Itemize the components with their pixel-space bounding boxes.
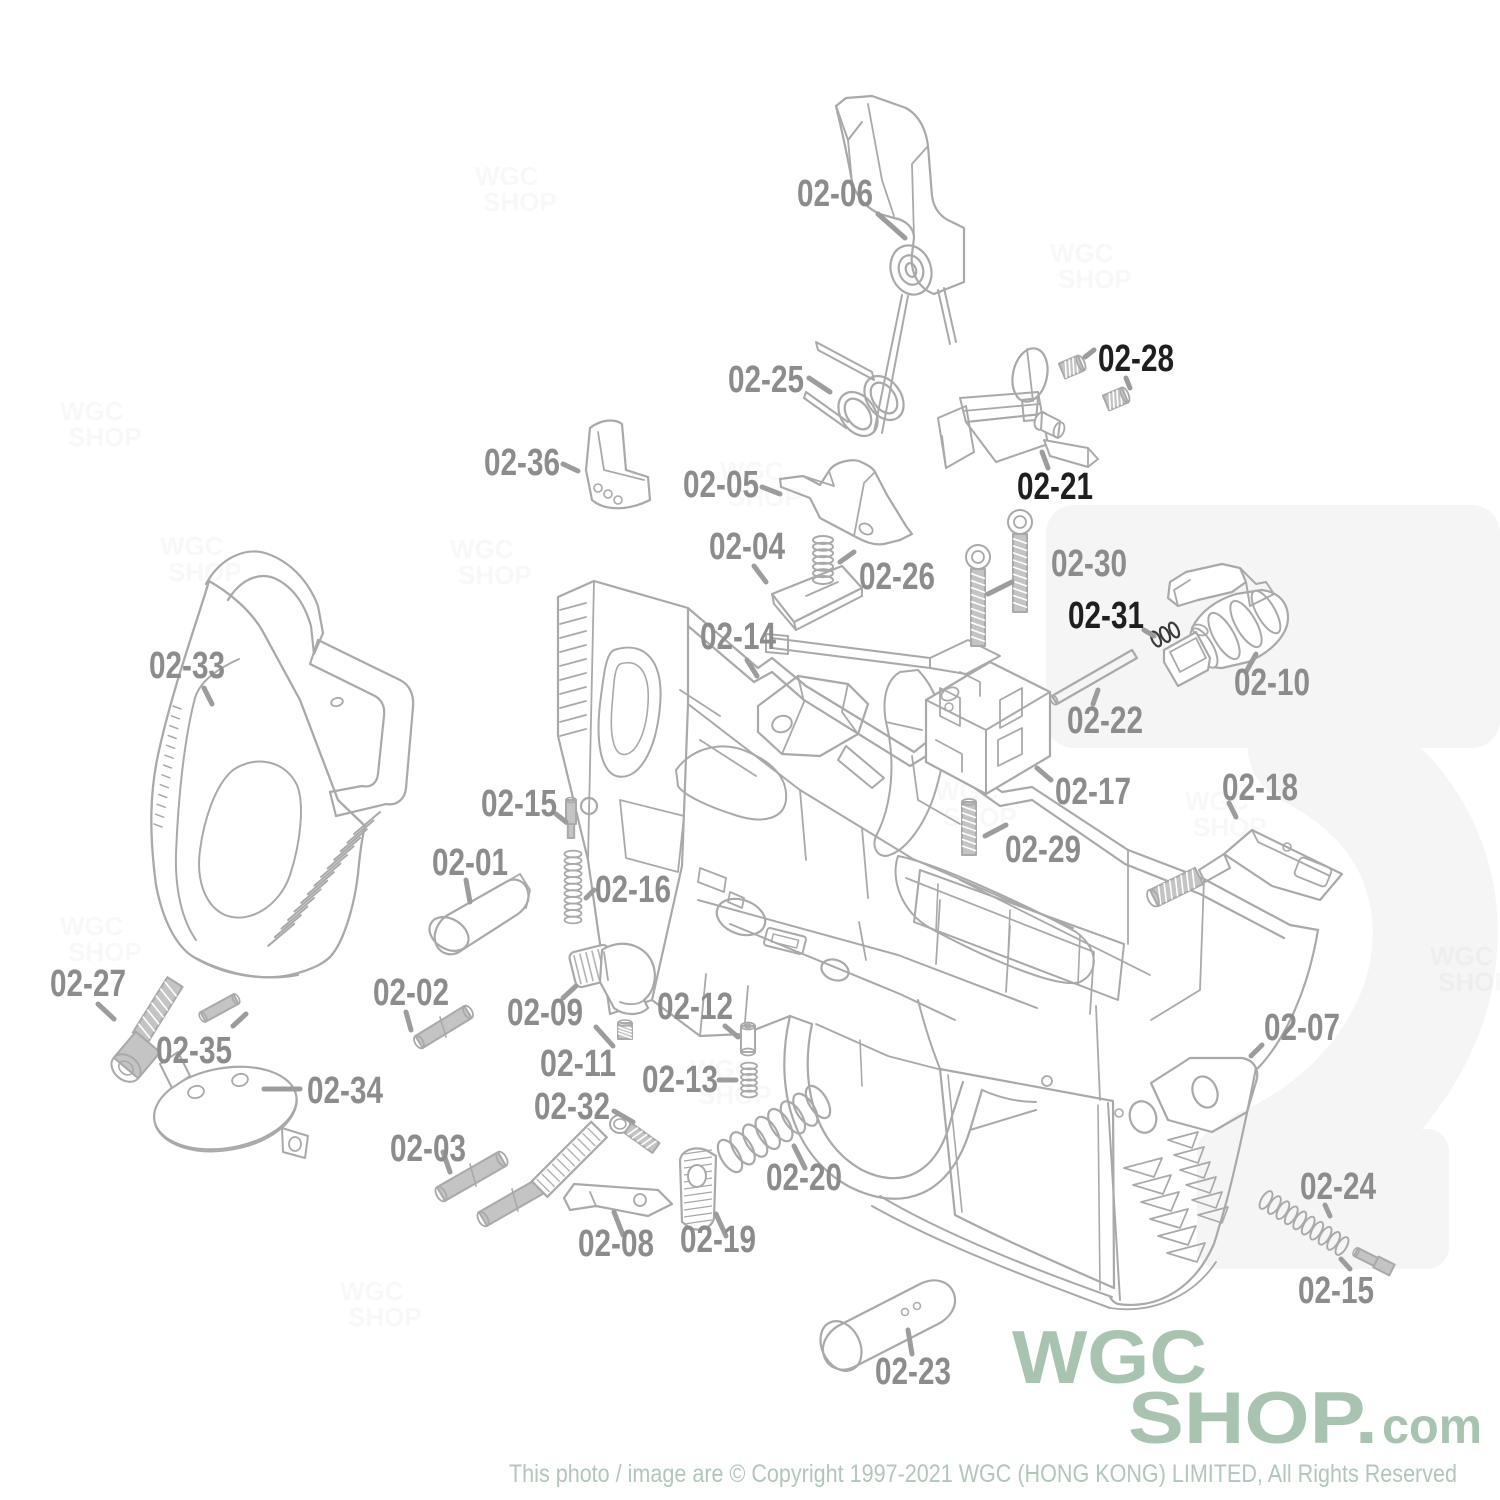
svg-text:02-13: 02-13 [642, 1059, 718, 1101]
svg-text:02-11: 02-11 [540, 1043, 616, 1085]
svg-text:02-27: 02-27 [50, 963, 126, 1005]
svg-text:02-18: 02-18 [1222, 767, 1298, 809]
svg-text:02-04: 02-04 [709, 526, 785, 568]
svg-text:02-28: 02-28 [1098, 338, 1174, 380]
svg-text:SHOP: SHOP [168, 557, 242, 587]
svg-text:02-15: 02-15 [481, 783, 557, 825]
svg-text:02-16: 02-16 [595, 869, 671, 911]
svg-text:02-17: 02-17 [1055, 771, 1131, 813]
svg-text:02-15: 02-15 [1298, 1270, 1374, 1312]
svg-text:02-22: 02-22 [1067, 700, 1143, 742]
svg-text:02-08: 02-08 [578, 1223, 654, 1265]
svg-text:SHOP: SHOP [348, 1302, 422, 1332]
svg-text:SHOP: SHOP [1438, 967, 1500, 997]
svg-text:02-24: 02-24 [1300, 1166, 1376, 1208]
svg-text:SHOP: SHOP [458, 560, 532, 590]
svg-text:02-09: 02-09 [507, 992, 583, 1034]
svg-text:02-20: 02-20 [766, 1157, 842, 1199]
svg-text:02-10: 02-10 [1234, 662, 1310, 704]
svg-text:02-01: 02-01 [432, 842, 508, 884]
svg-text:02-29: 02-29 [1005, 829, 1081, 871]
svg-text:02-31: 02-31 [1068, 595, 1144, 637]
svg-text:02-30: 02-30 [1051, 543, 1127, 585]
svg-text:02-34: 02-34 [307, 1070, 383, 1112]
svg-text:02-07: 02-07 [1264, 1007, 1340, 1049]
svg-text:02-19: 02-19 [680, 1219, 756, 1261]
svg-text:SHOP: SHOP [68, 422, 142, 452]
svg-text:02-02: 02-02 [373, 972, 449, 1014]
svg-text:SHOP: SHOP [1058, 264, 1132, 294]
svg-text:This photo / image are © Copyr: This photo / image are © Copyright 1997-… [509, 1460, 1457, 1488]
svg-text:SHOP: SHOP [483, 187, 557, 217]
svg-text:02-36: 02-36 [484, 442, 560, 484]
svg-text:02-23: 02-23 [875, 1351, 951, 1393]
svg-text:02-12: 02-12 [657, 986, 733, 1028]
svg-text:WGC: WGC [1012, 1315, 1207, 1399]
svg-text:02-03: 02-03 [390, 1128, 466, 1170]
svg-text:SHOP.: SHOP. [1128, 1378, 1378, 1459]
svg-text:02-21: 02-21 [1017, 466, 1093, 508]
svg-text:02-26: 02-26 [859, 556, 935, 598]
svg-text:02-32: 02-32 [534, 1086, 610, 1128]
svg-text:02-06: 02-06 [797, 173, 873, 215]
svg-text:02-35: 02-35 [156, 1030, 232, 1072]
svg-text:02-14: 02-14 [700, 616, 776, 658]
svg-text:02-33: 02-33 [149, 645, 225, 687]
svg-text:02-05: 02-05 [683, 464, 759, 506]
svg-text:com: com [1382, 1398, 1482, 1454]
svg-text:02-25: 02-25 [728, 359, 804, 401]
